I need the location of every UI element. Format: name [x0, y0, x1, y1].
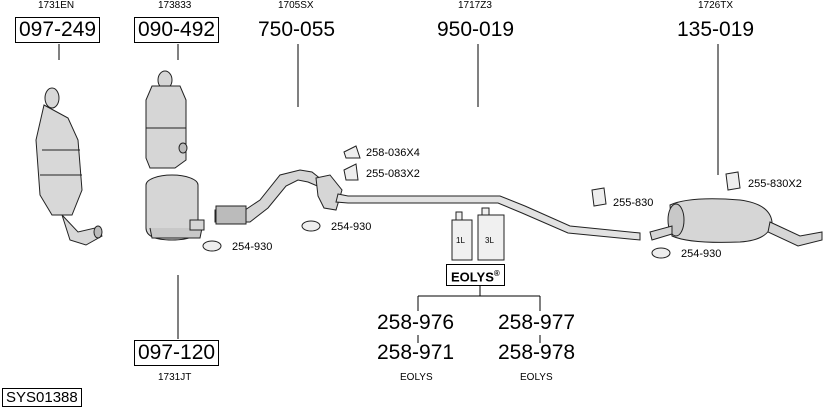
particulate-filter-upper-drawing	[145, 70, 188, 169]
eolys-brand-box[interactable]: EOLYS®	[446, 264, 505, 287]
particulate-filter-lower-drawing	[145, 174, 205, 241]
part-number-4[interactable]: 950-019	[437, 18, 515, 41]
hanger-label-1: 255-830	[613, 197, 654, 209]
system-code-box: SYS01388	[2, 388, 82, 407]
part-number-box-2[interactable]: 090-492	[134, 17, 220, 43]
part-ref-1: 1731EN	[38, 0, 75, 11]
clamp-label-2: 254-930	[331, 221, 372, 233]
additive-caption-2: EOLYS	[520, 372, 553, 383]
additive-number-4[interactable]: 258-978	[498, 341, 576, 364]
clamp-label-1: 254-930	[232, 241, 273, 253]
additive-number-3[interactable]: 258-977	[498, 311, 576, 334]
intermediate-pipe-drawing	[335, 193, 641, 241]
can-label-1: 1L	[456, 236, 465, 245]
trademark-symbol: ®	[493, 269, 500, 278]
part-ref-5: 1726TX	[698, 0, 734, 11]
catalytic-converter-drawing	[35, 87, 103, 246]
can-label-2: 3L	[485, 236, 494, 245]
additive-number-2[interactable]: 258-971	[377, 341, 455, 364]
part-number-5[interactable]: 135-019	[677, 18, 755, 41]
part-number-box-1[interactable]: 097-249	[15, 17, 101, 43]
part-number-3[interactable]: 750-055	[258, 18, 336, 41]
clamp-icons	[202, 145, 741, 259]
rear-silencer-drawing	[649, 198, 823, 247]
additive-cans-drawing	[451, 207, 505, 261]
clamp-label-3: 254-930	[681, 248, 722, 260]
mount-label-1: 258-036X4	[366, 147, 420, 159]
mount-label-2: 255-083X2	[366, 168, 420, 180]
additive-caption-1: EOLYS	[400, 372, 433, 383]
part-ref-3: 1705SX	[278, 0, 314, 11]
hanger-label-2: 255-830X2	[748, 178, 802, 190]
part-number-box-6[interactable]: 097-120	[134, 340, 220, 366]
part-ref-6: 1731JT	[158, 372, 192, 383]
eolys-brand-text: EOLYS	[451, 269, 494, 285]
part-ref-2: 173833	[158, 0, 192, 11]
part-ref-4: 1717Z3	[458, 0, 492, 11]
additive-number-1[interactable]: 258-976	[377, 311, 455, 334]
front-pipe-drawing	[214, 169, 343, 225]
